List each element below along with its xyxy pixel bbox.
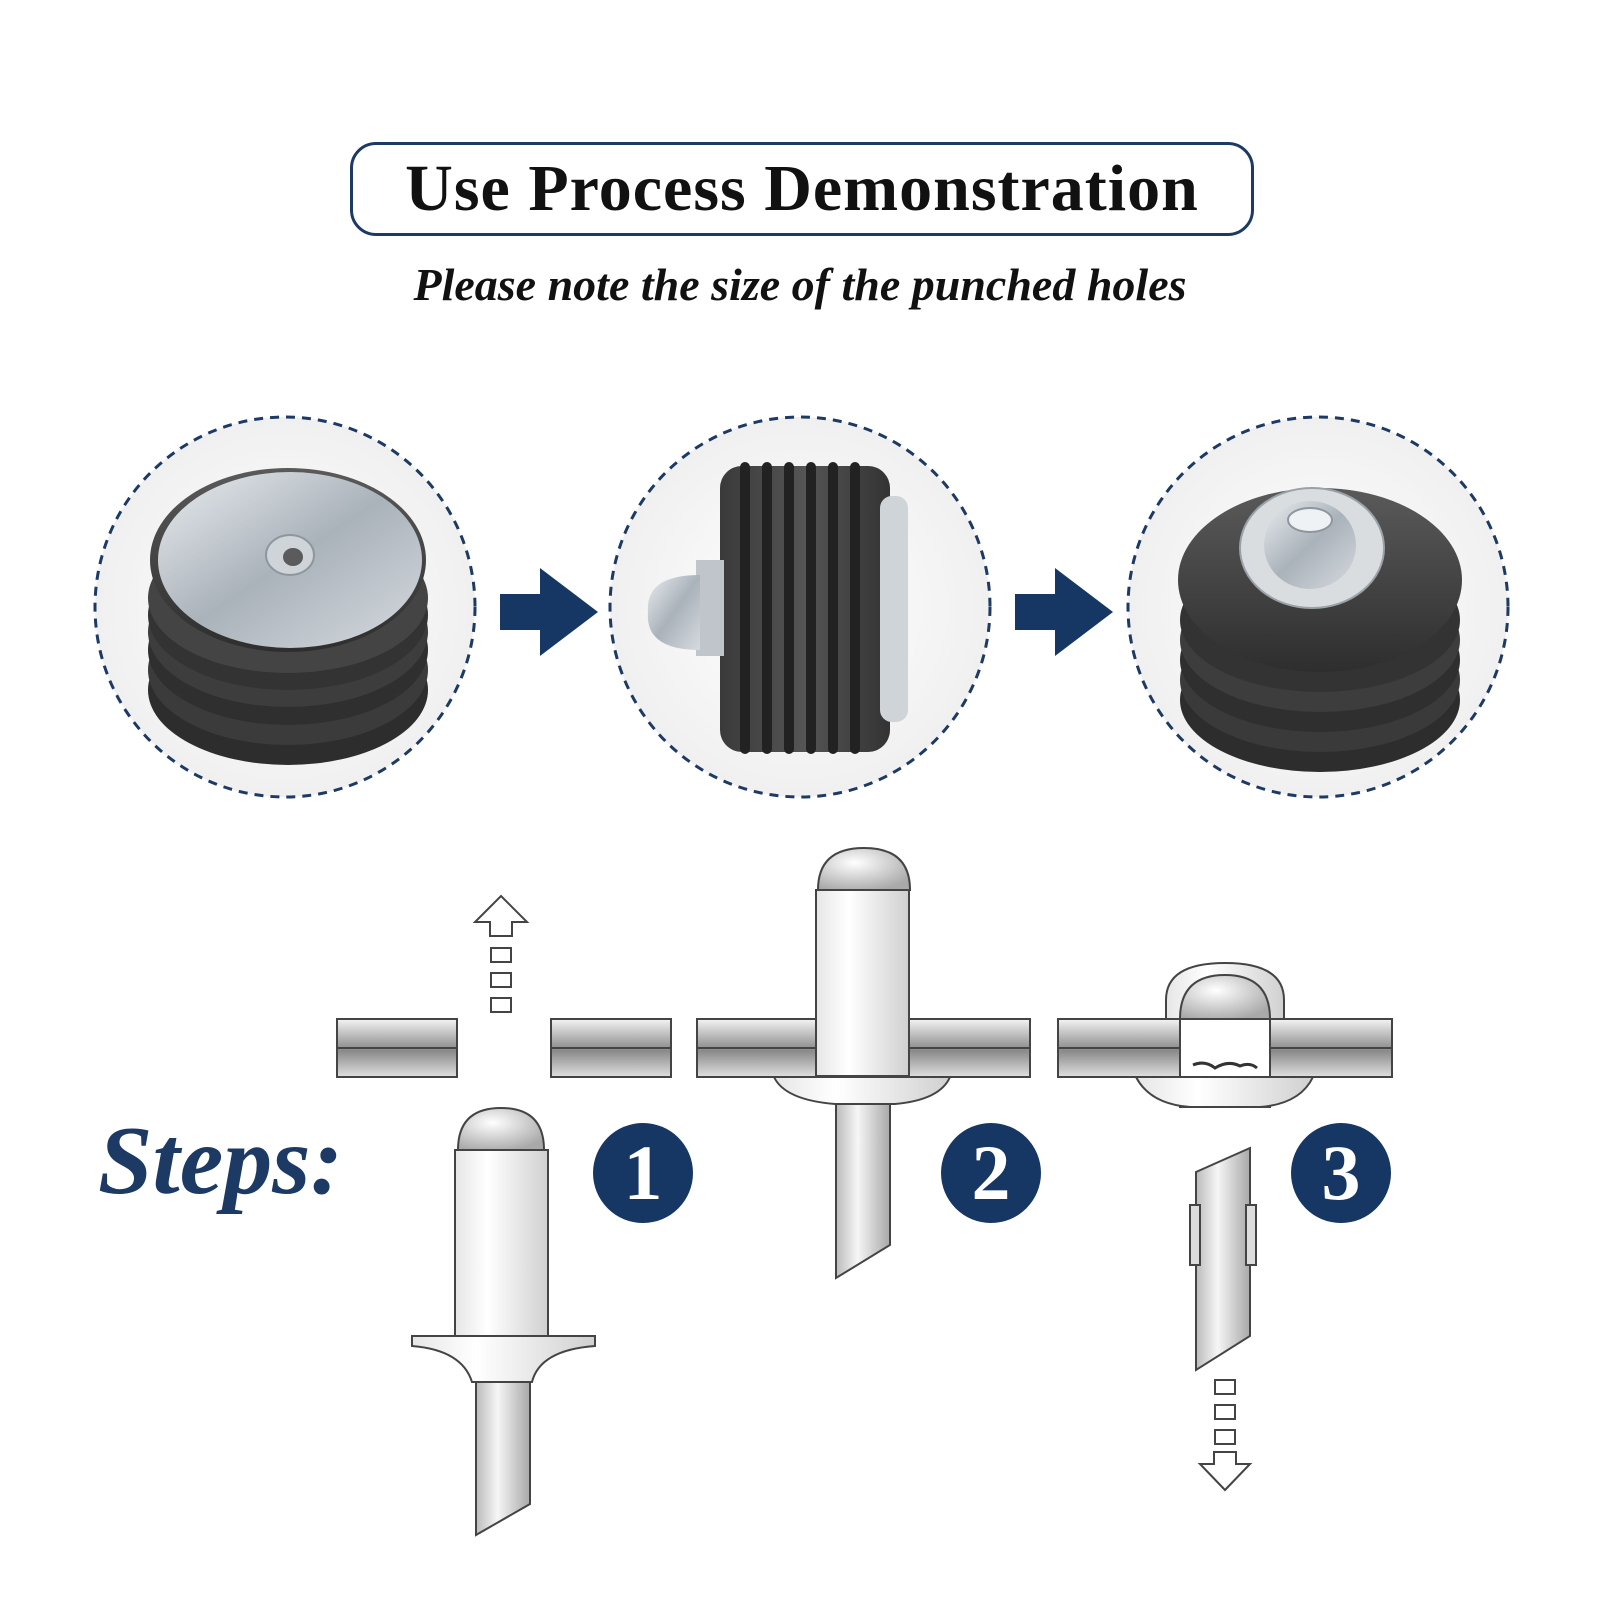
page-subtitle: Please note the size of the punched hole… [413, 259, 1187, 310]
rivet-step-3 [1134, 961, 1315, 1108]
rivet-step-1 [411, 1106, 596, 1537]
broken-mandrel [1189, 1146, 1257, 1372]
metal-washer-plate [158, 472, 422, 648]
step-badge-3: 3 [1291, 1123, 1391, 1223]
steps-label: Steps: [98, 1107, 343, 1215]
arrow-right-icon [1015, 568, 1113, 656]
rivet-step-2 [772, 846, 952, 1280]
title-box: Use Process Demonstration [350, 142, 1254, 236]
arrow-right-icon [500, 568, 598, 656]
arrow-down-dashed-icon [1197, 1379, 1253, 1492]
rubber-washer-stack-2 [720, 462, 908, 754]
installed-rivet-top [1239, 487, 1385, 609]
plate-1a [336, 1018, 458, 1078]
rivet-side-view [647, 560, 724, 656]
photo-circle-3 [1126, 415, 1510, 799]
photo-circle-2 [608, 415, 992, 799]
plate-1b [550, 1018, 672, 1078]
step-badge-1: 1 [593, 1123, 693, 1223]
step-badge-2: 2 [941, 1123, 1041, 1223]
page-title: Use Process Demonstration [405, 152, 1199, 225]
photo-circle-1 [93, 415, 477, 799]
arrow-up-dashed-icon [472, 894, 530, 1013]
